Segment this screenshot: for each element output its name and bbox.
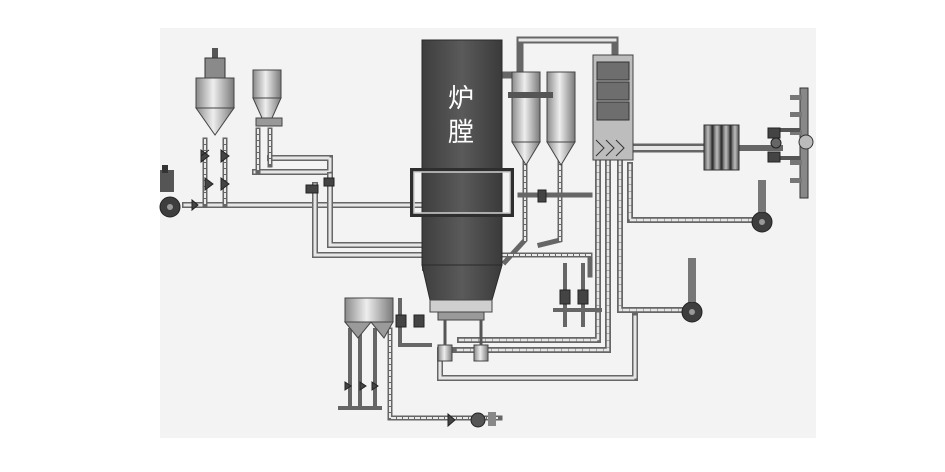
ash-cooler [437,320,489,362]
hopper-icon [195,48,394,339]
pipe-cyclone-returns [501,157,593,266]
pipe-ash-lines [338,298,503,421]
furnace [410,39,514,321]
heat-exchanger-icon [703,124,740,171]
furnace-label-line2: 膛 [447,118,474,148]
backpass-box [592,54,634,161]
valve-icon [191,127,782,428]
pipe-hopper-drops [202,127,273,208]
pipe-bottom-loop [437,312,638,381]
pump-icon [470,412,496,428]
fan-icon [159,165,773,323]
furnace-label: 炉 膛 [441,82,481,150]
pipe-feeder-top [252,155,333,175]
cyclone-separator-icon [508,71,576,166]
furnace-label-line1: 炉 [447,84,474,114]
steam-manifold [780,87,814,199]
